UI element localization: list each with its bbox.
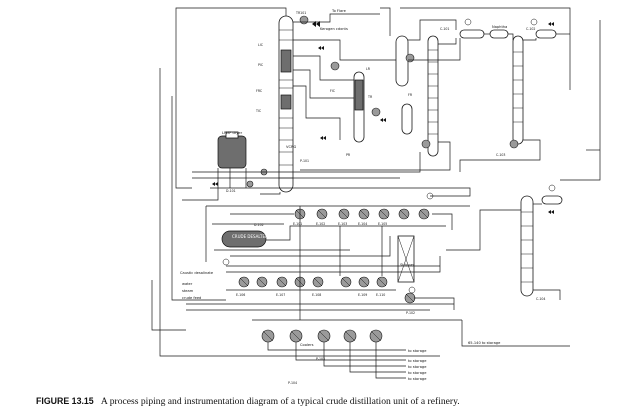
label-to-storage-3: to storage xyxy=(408,365,427,369)
tag-t8: TR xyxy=(367,95,373,99)
label-to-storage-4: to storage xyxy=(408,371,427,375)
tag-t25: D-101 xyxy=(226,189,236,193)
tag-t30: P-104 xyxy=(288,381,297,385)
tag-t1: TR101 xyxy=(295,11,306,15)
label-to-storage-1: to storage xyxy=(408,349,427,353)
exchanger-row-bottom xyxy=(261,329,383,343)
tag-t19: E-109 xyxy=(358,293,367,297)
lower-right-column xyxy=(520,195,534,297)
tag-t28: P-102 xyxy=(406,311,415,315)
tag-t21: C-101 xyxy=(440,27,449,31)
tag-t11: E-101 xyxy=(293,222,302,226)
figure-caption-text: A process piping and instrumentation dia… xyxy=(100,396,460,407)
label-lpmf-dryer: LPMF dryer xyxy=(222,131,243,135)
tag-t4: FRC xyxy=(256,89,263,93)
tag-t7: LR xyxy=(366,67,371,71)
tag-t29: P-103 xyxy=(316,357,325,361)
label-vacuum: VCRG xyxy=(286,145,296,149)
tag-t17: E-107 xyxy=(276,293,285,297)
tag-t10: FR xyxy=(408,93,413,97)
overhead-receiver xyxy=(395,35,413,135)
tag-t22: C-102 xyxy=(526,27,535,31)
tag-t26: D-102 xyxy=(254,223,264,227)
tag-t2: LIC xyxy=(258,43,264,47)
stripper-box xyxy=(397,235,415,283)
tag-t5: TIC xyxy=(255,109,262,113)
main-crude-column xyxy=(278,15,294,193)
figure-label: FIGURE 13.15 xyxy=(36,396,94,406)
exchanger-row-lower xyxy=(238,276,416,304)
label-water: water xyxy=(182,282,193,286)
crude-desalter: CRUDE DESALTER xyxy=(221,230,268,248)
right-fractionator-column xyxy=(427,35,439,157)
tag-t13: E-103 xyxy=(338,222,347,226)
crude-distillation-pid-diagram: LPMF dryer CRUDE DESALTER xyxy=(151,7,601,385)
side-stripper-column xyxy=(353,71,365,143)
label-coolers: Coolers xyxy=(300,343,314,347)
instrument-bubbles xyxy=(222,18,556,294)
lpmf-dryer: LPMF dryer xyxy=(217,131,247,169)
tag-t20: E-110 xyxy=(376,293,385,297)
label-crude-desalter: CRUDE DESALTER xyxy=(232,234,268,239)
label-stripper: Stripper xyxy=(400,263,415,267)
valve-symbols xyxy=(212,21,554,214)
process-piping xyxy=(151,7,601,379)
tag-t12: E-102 xyxy=(316,222,325,226)
label-to-storage-5: to storage xyxy=(408,377,427,381)
tag-t27: P-101 xyxy=(300,159,309,163)
label-to-storage-2: to storage xyxy=(408,359,427,363)
label-caustic-desalter: Caustic desalinate xyxy=(180,271,214,275)
label-kerosene: Kerogen cdxnts xyxy=(320,27,348,31)
top-drums xyxy=(459,29,563,205)
figure-caption: FIGURE 13.15 A process piping and instru… xyxy=(36,396,616,407)
label-steam: steam xyxy=(182,289,194,293)
tag-t23: C-103 xyxy=(496,153,505,157)
exchanger-row-upper xyxy=(294,208,430,220)
label-to-flare: To Flare xyxy=(331,9,347,13)
tag-t6: FIC xyxy=(330,89,336,93)
tag-t16: E-106 xyxy=(236,293,245,297)
tag-t9: PR xyxy=(346,153,351,157)
tag-t24: C-104 xyxy=(536,297,545,301)
tag-t14: E-104 xyxy=(358,222,367,226)
label-product-storage: 65-140 to storage xyxy=(468,341,501,345)
label-crude-feed: crude feed xyxy=(182,296,201,300)
far-right-column xyxy=(512,35,524,145)
diagram-labels: To Flare Kerogen cdxnts Caustic desalina… xyxy=(180,9,545,385)
tag-t15: E-105 xyxy=(378,222,387,226)
tag-t18: E-108 xyxy=(312,293,321,297)
tag-t3: PIC xyxy=(258,63,264,67)
label-naphtha: Naphtha xyxy=(492,25,507,29)
